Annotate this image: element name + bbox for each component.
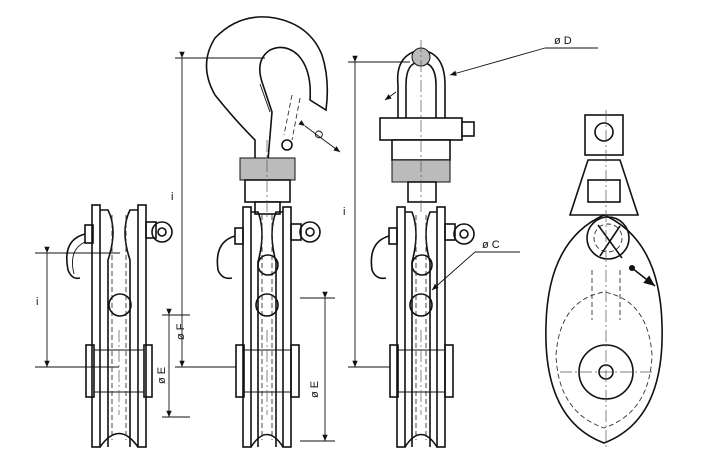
label-e-side: ø E	[309, 381, 321, 398]
label-i-pin: i	[36, 296, 38, 308]
block-view-side	[545, 110, 663, 450]
block-view-hook	[205, 16, 329, 448]
label-e-front: ø E	[156, 367, 168, 384]
dimension-labels: i i i ø F ø E ø E O ø D ø C	[36, 35, 572, 398]
dimension-lines	[35, 47, 598, 442]
block-view-pin	[66, 204, 173, 448]
label-i-shackle: i	[343, 206, 345, 218]
label-c: ø C	[482, 239, 500, 251]
label-f: ø F	[175, 323, 187, 340]
label-d: ø D	[554, 35, 572, 47]
block-view-shackle	[370, 40, 475, 448]
label-i-hook: i	[171, 191, 173, 203]
label-o: O	[312, 128, 327, 142]
